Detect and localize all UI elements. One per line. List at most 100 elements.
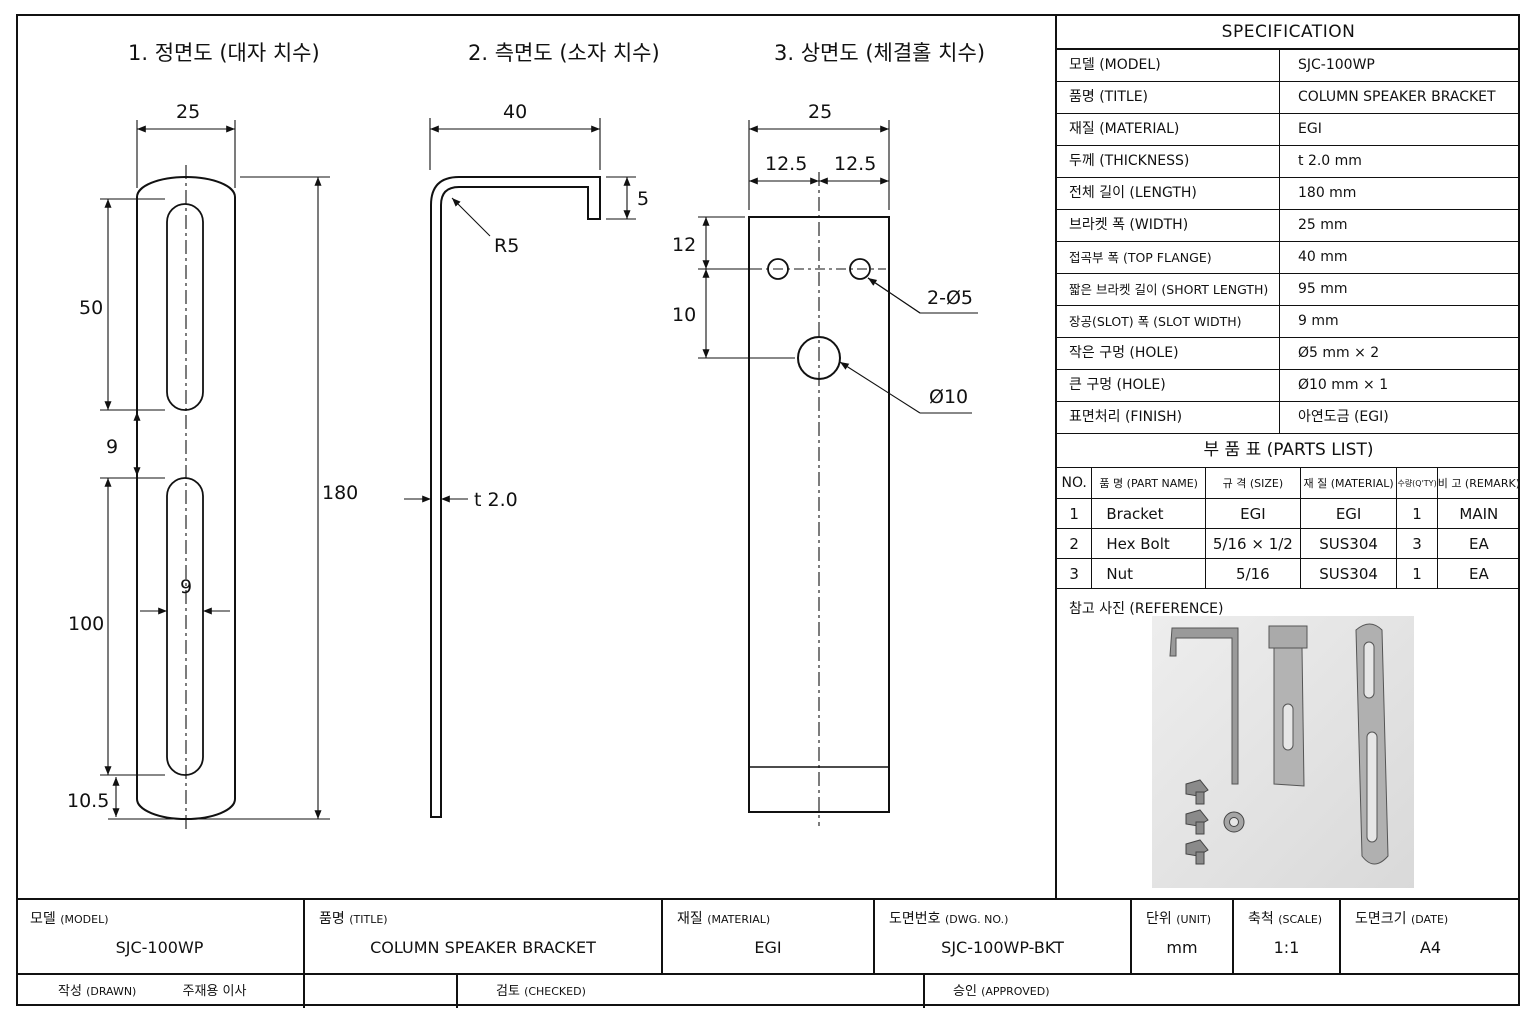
spec-key: 큰 구멍 (HOLE) bbox=[1057, 370, 1280, 401]
spec-title: SPECIFICATION bbox=[1057, 16, 1520, 50]
slot-lower-dim: 100 bbox=[68, 613, 105, 635]
spec-key: 작은 구멍 (HOLE) bbox=[1057, 338, 1280, 369]
top-width-dim: 25 bbox=[808, 101, 833, 123]
parts-cell: Hex Bolt bbox=[1091, 528, 1207, 559]
small-holes-dim: 2-Ø5 bbox=[927, 287, 973, 309]
spec-value: SJC-100WP bbox=[1298, 57, 1375, 73]
tb-dwg-no: 도면번호 (DWG. NO.) SJC-100WP-BKT bbox=[875, 900, 1132, 973]
bottom-offset-dim: 10.5 bbox=[67, 790, 110, 812]
parts-header-cell: NO. bbox=[1057, 468, 1093, 499]
spec-key: 품명 (TITLE) bbox=[1057, 82, 1280, 113]
parts-cell: 5/16 bbox=[1205, 558, 1301, 589]
slot-upper-dim: 50 bbox=[79, 297, 104, 319]
parts-cell: 1 bbox=[1057, 498, 1093, 529]
spec-row: 브라켓 폭 (WIDTH) 25 mm bbox=[1057, 210, 1520, 242]
parts-cell: EGI bbox=[1300, 498, 1398, 529]
spec-row: 전체 길이 (LENGTH)180 mm bbox=[1057, 178, 1520, 210]
spec-row: 표면처리 (FINISH)아연도금 (EGI) bbox=[1057, 402, 1520, 434]
offset-a-dim: 12 bbox=[672, 234, 697, 256]
tb-model: 모델 (MODEL) SJC-100WP bbox=[16, 900, 305, 973]
parts-cell: 3 bbox=[1396, 528, 1438, 559]
big-hole-dim: Ø10 bbox=[929, 386, 969, 408]
parts-title: 부 품 표 (PARTS LIST) bbox=[1057, 434, 1520, 468]
parts-cell: 3 bbox=[1057, 558, 1093, 589]
tb-title: 품명 (TITLE) COLUMN SPEAKER BRACKET bbox=[305, 900, 663, 973]
slot-gap-dim: 9 bbox=[106, 436, 119, 458]
tb-size: 도면크기 (DATE) A4 bbox=[1355, 911, 1449, 957]
parts-cell: EA bbox=[1437, 558, 1520, 589]
parts-cell: Nut bbox=[1091, 558, 1207, 589]
slot-width-dim: 9 bbox=[180, 576, 193, 598]
parts-cell: SUS304 bbox=[1300, 528, 1398, 559]
spec-row: 작은 구멍 (HOLE) Ø5 mm × 2 bbox=[1057, 338, 1520, 370]
drawing-views bbox=[100, 118, 978, 830]
spec-row: 두께 (THICKNESS) t 2.0 mm bbox=[1057, 146, 1520, 178]
parts-cell: SUS304 bbox=[1300, 558, 1398, 589]
spec-value: 95 mm bbox=[1298, 281, 1348, 297]
spec-value: Ø5 mm × 2 bbox=[1298, 345, 1380, 361]
parts-header-cell: 비 고 (REMARK) bbox=[1437, 468, 1520, 499]
tb-unit: 단위 (UNIT) mm bbox=[1132, 900, 1234, 973]
front-view-outline bbox=[136, 165, 236, 830]
lip-dim: 5 bbox=[637, 188, 650, 210]
parts-cell: Bracket bbox=[1091, 498, 1207, 529]
tb-material: 재질 (MATERIAL) EGI bbox=[663, 900, 875, 973]
spec-value: COLUMN SPEAKER BRACKET bbox=[1298, 89, 1496, 105]
side-view-title: 2. 측면도 (소자 치수) bbox=[468, 41, 660, 65]
spec-row: 재질 (MATERIAL) EGI bbox=[1057, 114, 1520, 146]
parts-header-cell: 수량(Q'TY) bbox=[1396, 468, 1438, 499]
half-right-dim: 12.5 bbox=[834, 153, 877, 175]
tb-approved: 승인 (APPROVED) bbox=[953, 984, 1050, 999]
offset-b-dim: 10 bbox=[672, 304, 697, 326]
spec-key: 두께 (THICKNESS) bbox=[1057, 146, 1280, 177]
tb-drawn-sign bbox=[305, 975, 458, 1008]
tb-drawn: 작성 (DRAWN) 주재용 이사 bbox=[16, 975, 305, 1008]
parts-cell: MAIN bbox=[1437, 498, 1520, 529]
spec-key: 재질 (MATERIAL) bbox=[1057, 114, 1280, 145]
spec-value: 180 mm bbox=[1298, 185, 1357, 201]
spec-row: 품명 (TITLE) COLUMN SPEAKER BRACKET bbox=[1057, 82, 1520, 114]
spec-row: 큰 구멍 (HOLE)Ø10 mm × 1 bbox=[1057, 370, 1520, 402]
parts-header-cell: 품 명 (PART NAME) bbox=[1091, 468, 1207, 499]
front-length-dim: 180 bbox=[322, 482, 359, 504]
spec-value: 40 mm bbox=[1298, 249, 1348, 265]
spec-value: 9 mm bbox=[1298, 313, 1339, 329]
spec-key: 모델 (MODEL) bbox=[1057, 50, 1280, 81]
spec-row: 모델 (MODEL) SJC-100WP bbox=[1057, 50, 1520, 82]
front-width-dim: 25 bbox=[176, 101, 201, 123]
parts-header-cell: 규 격 (SIZE) bbox=[1205, 468, 1301, 499]
radius-dim: R5 bbox=[494, 235, 520, 257]
reference-title: 참고 사진 (REFERENCE) bbox=[1069, 601, 1224, 617]
parts-cell: 1 bbox=[1396, 558, 1438, 589]
spec-row: 장공(SLOT) 폭 (SLOT WIDTH)9 mm bbox=[1057, 306, 1520, 338]
reference-photo bbox=[1152, 616, 1414, 888]
parts-table: NO.품 명 (PART NAME)규 격 (SIZE)재 질 (MATERIA… bbox=[1057, 468, 1520, 589]
flange-dim: 40 bbox=[503, 101, 528, 123]
parts-header-cell: 재 질 (MATERIAL) bbox=[1300, 468, 1398, 499]
spec-key: 브라켓 폭 (WIDTH) bbox=[1057, 210, 1280, 241]
top-view-title: 3. 상면도 (체결홀 치수) bbox=[774, 41, 986, 65]
parts-cell: 2 bbox=[1057, 528, 1093, 559]
side-view-outline bbox=[430, 176, 601, 818]
spec-value: t 2.0 mm bbox=[1298, 153, 1362, 169]
title-block: 모델 (MODEL) SJC-100WP 품명 (TITLE) COLUMN S… bbox=[16, 898, 1520, 1008]
parts-cell: 5/16 × 1/2 bbox=[1205, 528, 1301, 559]
spec-value: 25 mm bbox=[1298, 217, 1348, 233]
front-view-title: 1. 정면도 (대자 치수) bbox=[128, 41, 320, 65]
spec-row: 짧은 브라켓 길이 (SHORT LENGTH) 95 mm bbox=[1057, 274, 1520, 306]
spec-value: EGI bbox=[1298, 121, 1322, 137]
spec-key: 표면처리 (FINISH) bbox=[1057, 402, 1280, 433]
half-left-dim: 12.5 bbox=[765, 153, 808, 175]
parts-cell: EA bbox=[1437, 528, 1520, 559]
spec-key: 접곡부 폭 (TOP FLANGE) bbox=[1057, 242, 1280, 273]
thickness-dim: t 2.0 bbox=[474, 489, 518, 511]
tb-checked: 검토 (CHECKED) bbox=[458, 975, 925, 1008]
top-view-outline bbox=[748, 172, 890, 826]
spec-panel: SPECIFICATION 모델 (MODEL) SJC-100WP 품명 (TIT… bbox=[1055, 16, 1520, 898]
spec-key: 짧은 브라켓 길이 (SHORT LENGTH) bbox=[1057, 274, 1280, 305]
parts-cell: 1 bbox=[1396, 498, 1438, 529]
spec-row: 접곡부 폭 (TOP FLANGE) 40 mm bbox=[1057, 242, 1520, 274]
